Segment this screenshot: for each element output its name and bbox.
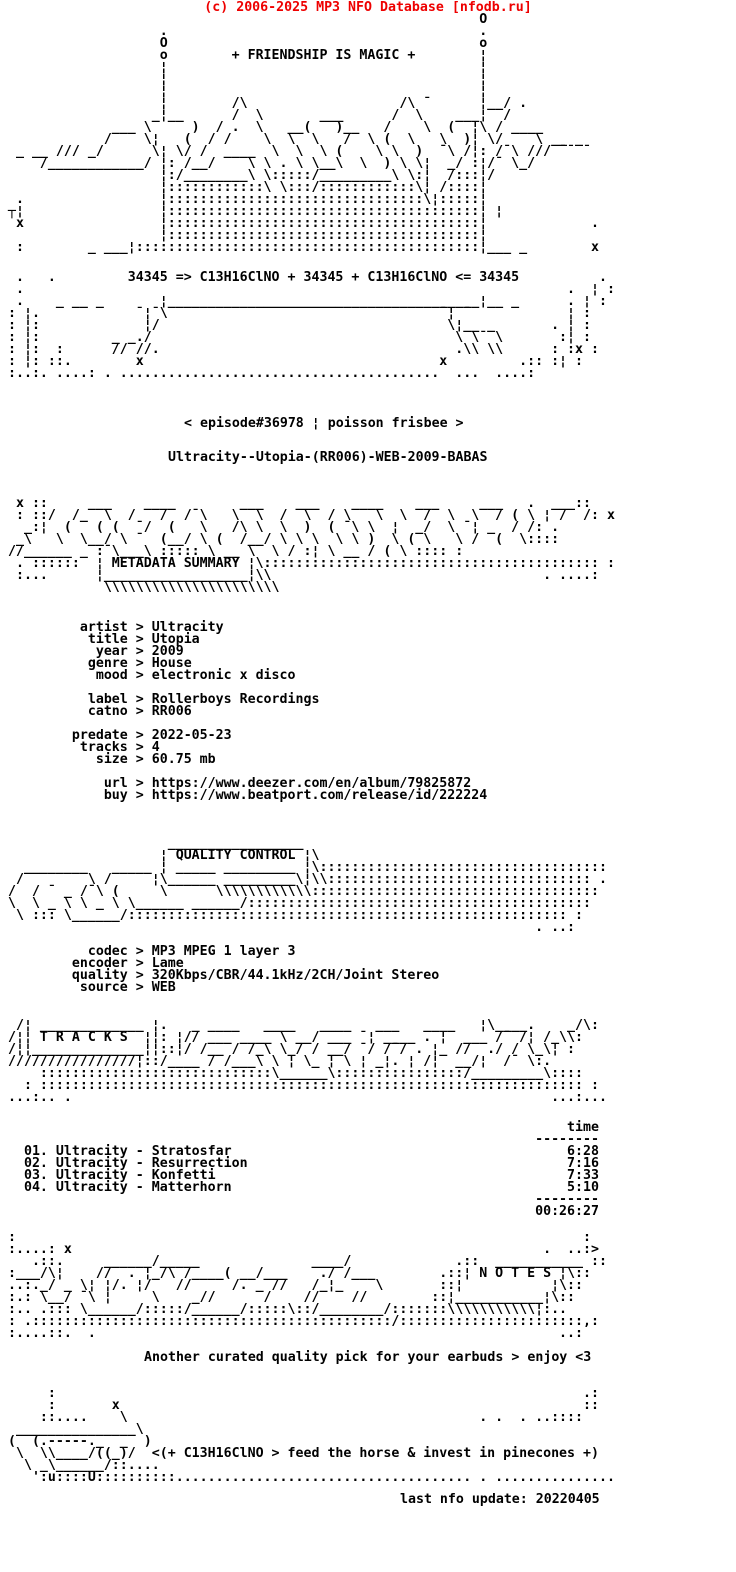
footer-art: : .: : x :: ::.... \ bbox=[7, 1386, 615, 1485]
tracklist: time -------- 01. Ultracity - Stratosfar… bbox=[23, 1120, 599, 1219]
release-name: Ultracity--Utopia-(RR006)-WEB-2009-BABAS bbox=[168, 450, 488, 465]
metadata-banner-art: x :: ___ ____ ___ ___ ____ ___ ___ . ___… bbox=[7, 496, 615, 595]
quality-fields: codec > MP3 MPEG 1 layer 3 encoder > Lam… bbox=[71, 944, 440, 995]
metadata-fields: artist > Ultracity title > Utopia year >… bbox=[71, 620, 488, 803]
notes-banner-art: : : :....: x . ..:> .::. ______/_____ __… bbox=[7, 1230, 607, 1341]
quality-banner-art: _________________ ¦ QUALITY CONTROL ¦\ _… bbox=[7, 836, 607, 935]
bridge-art: . . 34345 => C13H16ClNO + 34345 + C13H16… bbox=[7, 270, 615, 381]
notes-text: Another curated quality pick for your ea… bbox=[144, 1350, 592, 1365]
site-credit: (c) 2006-2025 MP3 NFO Database [nfodb.ru… bbox=[204, 0, 532, 15]
episode-line: < episode#36978 ¦ poisson frisbee > bbox=[184, 416, 464, 431]
last-update-line: last nfo update: 20220405 bbox=[400, 1492, 600, 1507]
header-art: O . . O o o + FRIENDSHIP IS MAGIC + ¦ bbox=[7, 12, 599, 255]
tracks-banner-art: /¦ _____________ ¦. _ ____ ____ ____ ___… bbox=[7, 1018, 607, 1105]
